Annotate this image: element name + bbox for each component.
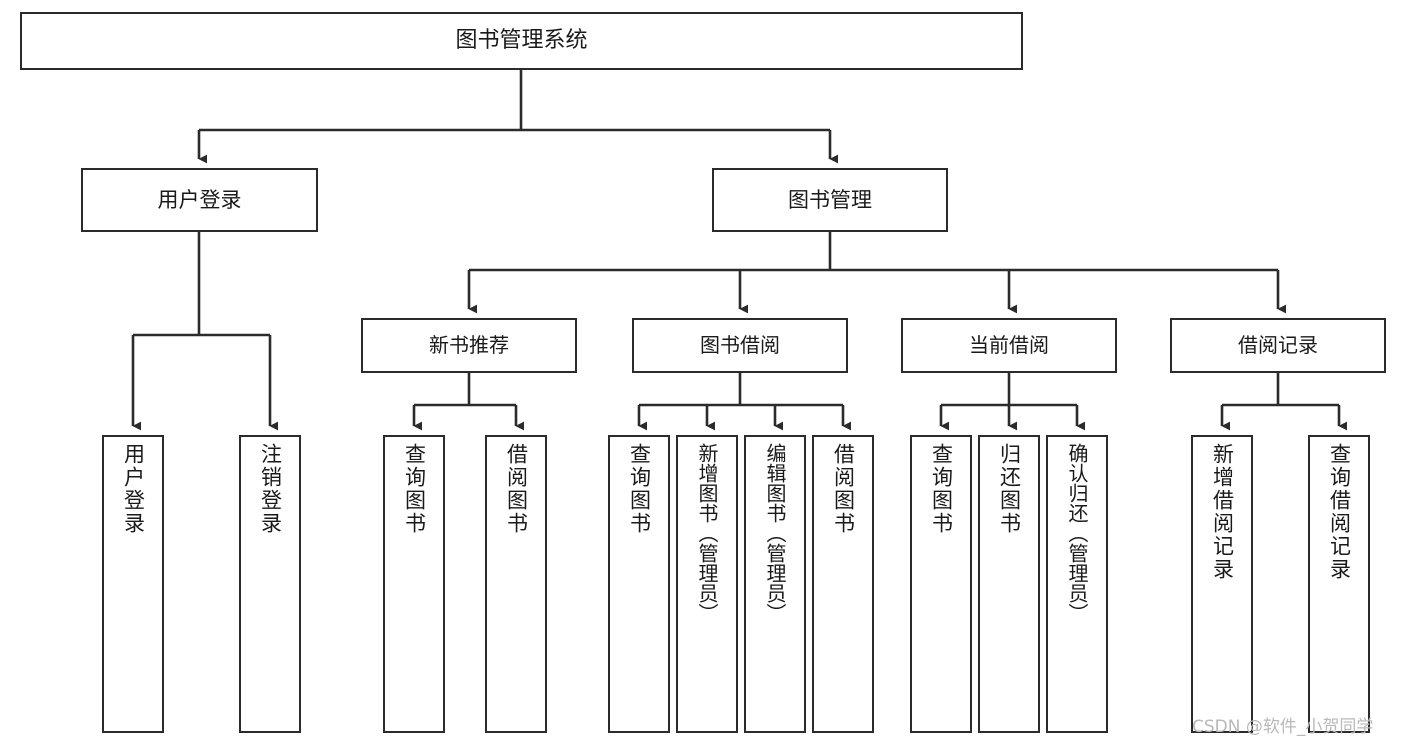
node-label: 查询图书 bbox=[402, 443, 427, 535]
leaf-new-book-borrow[interactable]: 借阅图书 bbox=[485, 435, 547, 733]
node-label: 借阅图书 bbox=[504, 443, 529, 535]
node-label: 借阅图书 bbox=[831, 443, 856, 535]
node-label: 图书管理系统 bbox=[455, 28, 588, 54]
leaf-borrow-add-book[interactable]: 新增图书（管理员） bbox=[676, 435, 738, 733]
node-label: 查询借阅记录 bbox=[1327, 443, 1352, 581]
leaf-current-confirm-return[interactable]: 确认归还（管理员） bbox=[1046, 435, 1108, 733]
leaf-borrow-borrow-book[interactable]: 借阅图书 bbox=[812, 435, 874, 733]
leaf-borrow-edit-book[interactable]: 编辑图书（管理员） bbox=[744, 435, 806, 733]
leaf-record-add[interactable]: 新增借阅记录 bbox=[1191, 435, 1253, 733]
node-label: 新增借阅记录 bbox=[1210, 443, 1235, 581]
node-current-borrow[interactable]: 当前借阅 bbox=[901, 318, 1117, 373]
leaf-current-return-book[interactable]: 归还图书 bbox=[978, 435, 1040, 733]
node-label: 用户登录 bbox=[157, 187, 242, 212]
node-new-book-recommend[interactable]: 新书推荐 bbox=[361, 318, 577, 373]
node-label: 新书推荐 bbox=[429, 332, 509, 357]
csdn-watermark: CSDN @软件_小贺同学 bbox=[1192, 717, 1374, 737]
node-label: 借阅记录 bbox=[1238, 332, 1318, 357]
node-label: 新增图书（管理员） bbox=[695, 443, 719, 623]
node-book-management-system[interactable]: 图书管理系统 bbox=[20, 12, 1023, 70]
node-label: 用户登录 bbox=[121, 443, 146, 535]
node-label: 当前借阅 bbox=[969, 332, 1049, 357]
node-label: 图书管理 bbox=[788, 187, 872, 212]
node-label: 查询图书 bbox=[627, 443, 652, 535]
node-user-login[interactable]: 用户登录 bbox=[81, 168, 318, 232]
node-label: 确认归还（管理员） bbox=[1065, 443, 1089, 623]
node-label: 注销登录 bbox=[258, 443, 283, 535]
leaf-new-book-query[interactable]: 查询图书 bbox=[383, 435, 445, 733]
node-label: 查询图书 bbox=[929, 443, 954, 535]
leaf-user-logout[interactable]: 注销登录 bbox=[239, 435, 301, 733]
node-label: 图书借阅 bbox=[700, 332, 780, 357]
leaf-current-query-book[interactable]: 查询图书 bbox=[910, 435, 972, 733]
node-label: 编辑图书（管理员） bbox=[763, 443, 787, 623]
node-book-management[interactable]: 图书管理 bbox=[712, 168, 948, 232]
leaf-record-query[interactable]: 查询借阅记录 bbox=[1308, 435, 1370, 733]
node-label: 归还图书 bbox=[997, 443, 1022, 535]
leaf-borrow-query-book[interactable]: 查询图书 bbox=[608, 435, 670, 733]
leaf-user-login[interactable]: 用户登录 bbox=[102, 435, 164, 733]
node-borrow-record[interactable]: 借阅记录 bbox=[1170, 318, 1386, 373]
node-book-borrow[interactable]: 图书借阅 bbox=[632, 318, 848, 373]
